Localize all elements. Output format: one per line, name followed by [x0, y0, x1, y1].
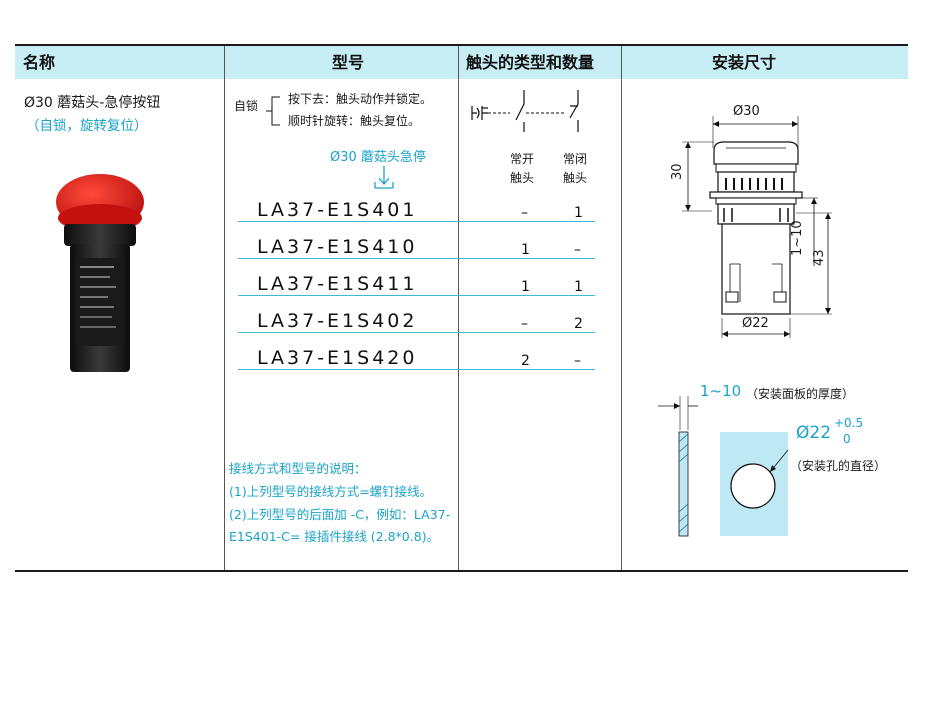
row-divider — [238, 258, 595, 259]
row-divider — [238, 369, 595, 370]
nc-count: 1 — [574, 205, 583, 221]
model-code: LA37-E1S402 — [257, 310, 418, 332]
panel-cutout-drawing — [658, 396, 789, 537]
no-count: – — [521, 316, 528, 332]
notes-line1: (1)上列型号的接线方式=螺钉接线。 — [229, 484, 433, 499]
table-header: 名称 型号 触头的类型和数量 安装尺寸 — [15, 46, 908, 79]
no-count: – — [521, 205, 528, 221]
bottom-rule — [15, 570, 908, 572]
hole-label: （安装孔的直径） — [790, 459, 887, 473]
mushroom-label: Ø30 蘑菇头急停 — [330, 150, 426, 165]
panel-thickness-label: （安装面板的厚度） — [746, 387, 855, 401]
header-model: 型号 — [332, 53, 365, 72]
header-dims: 安装尺寸 — [712, 53, 777, 72]
model-code: LA37-E1S401 — [257, 199, 418, 221]
column-divider — [621, 46, 622, 570]
row-divider — [238, 221, 595, 222]
nc-count: 1 — [574, 279, 583, 295]
column-divider — [458, 46, 459, 570]
no-count: 1 — [521, 242, 530, 258]
nc-contact-label-2: 触头 — [563, 171, 588, 185]
product-subtitle: （自锁，旋转复位） — [26, 118, 148, 134]
no-count: 1 — [521, 279, 530, 295]
header-name: 名称 — [23, 53, 56, 72]
column-divider — [224, 46, 225, 570]
bracket-icon — [266, 96, 280, 126]
nc-contact-label-1: 常闭 — [563, 152, 588, 166]
nc-count: 2 — [574, 316, 583, 332]
rotate-note: 顺时针旋转：触头复位。 — [288, 114, 421, 128]
notes-line2b: E1S401-C= 接插件接线 (2.8*0.8)。 — [229, 529, 440, 544]
row-divider — [238, 332, 595, 333]
notes-title: 接线方式和型号的说明： — [229, 461, 367, 476]
dim-height-30: 30 — [670, 163, 685, 180]
row-divider — [238, 295, 595, 296]
press-note: 按下去：触头动作并锁定。 — [288, 92, 433, 106]
hole-tolerance-plus: +0.5 — [834, 416, 864, 430]
no-contact-label-1: 常开 — [510, 152, 535, 166]
dim-panel-range: 1~10 — [790, 220, 805, 256]
panel-thickness-value: 1~10 — [700, 382, 742, 400]
nc-count: – — [574, 242, 581, 258]
contact-symbol — [471, 90, 579, 132]
pointer-arrow-icon — [374, 166, 394, 189]
top-rule — [15, 44, 908, 46]
product-title: Ø30 蘑菇头-急停按钮 — [24, 95, 161, 111]
no-contact-label-2: 触头 — [510, 171, 535, 185]
model-code: LA37-E1S420 — [257, 347, 418, 369]
hole-tolerance-zero: 0 — [843, 432, 851, 446]
notes-line2a: (2)上列型号的后面加 -C，例如：LA37- — [229, 507, 451, 522]
dim-bottom-diameter: Ø22 — [742, 316, 769, 331]
model-code: LA37-E1S411 — [257, 273, 418, 295]
product-sheet: 名称 型号 触头的类型和数量 安装尺寸 — [15, 44, 908, 572]
hole-diameter: Ø22 — [796, 423, 832, 443]
dimension-drawing — [682, 116, 832, 338]
dim-top-diameter: Ø30 — [733, 104, 760, 119]
no-count: 2 — [521, 353, 530, 369]
product-photo — [56, 174, 144, 372]
self-lock-label: 自锁 — [234, 99, 259, 113]
dim-height-43: 43 — [812, 249, 827, 266]
model-code: LA37-E1S410 — [257, 236, 418, 258]
nc-count: – — [574, 353, 581, 369]
header-contact: 触头的类型和数量 — [466, 53, 595, 72]
